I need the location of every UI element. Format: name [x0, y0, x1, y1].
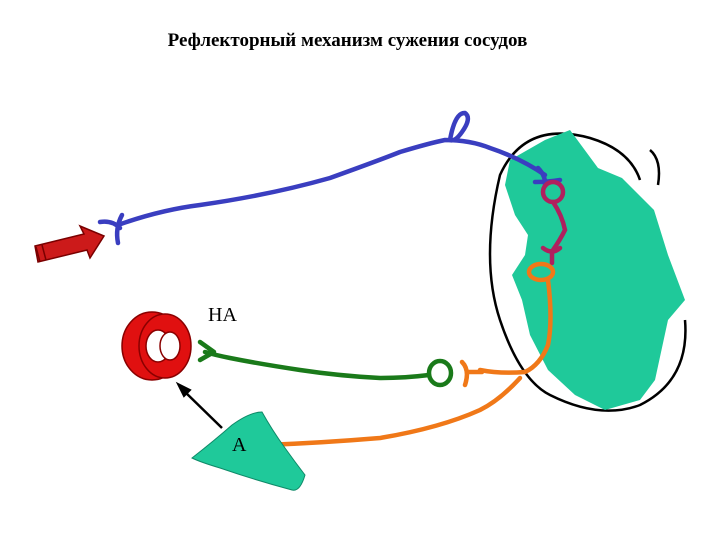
blood-vessel-icon: [121, 311, 192, 381]
adrenaline-arrow: [182, 389, 223, 429]
label-noradrenaline: НА: [208, 304, 237, 326]
spinal-cord-line: [649, 149, 661, 186]
stimulus-arrow-icon: [34, 224, 106, 263]
postganglionic-axon: [202, 349, 432, 381]
efferent-synapse-ganglion: [459, 359, 485, 388]
efferent-axon-to-adrenal: [262, 375, 523, 448]
afferent-neuron-ganglion: [447, 110, 471, 143]
efferent-neuron-body: [526, 261, 556, 283]
postganglionic-terminal: [197, 339, 217, 363]
spinal-cord-outline: [488, 132, 687, 412]
interneuron-terminal: [540, 245, 563, 266]
ganglion-neuron-body: [426, 358, 454, 388]
diagram-title: Рефлекторный механизм сужения сосудов: [167, 30, 528, 51]
afferent-receptor-ending: [97, 212, 125, 246]
efferent-axon-to-ganglion: [477, 277, 553, 375]
adrenal-gland: [191, 411, 306, 491]
label-adrenaline: А: [232, 434, 247, 456]
interneuron-axon: [550, 199, 568, 253]
afferent-neuron: [115, 137, 548, 228]
adrenaline-arrow-head: [175, 381, 192, 398]
